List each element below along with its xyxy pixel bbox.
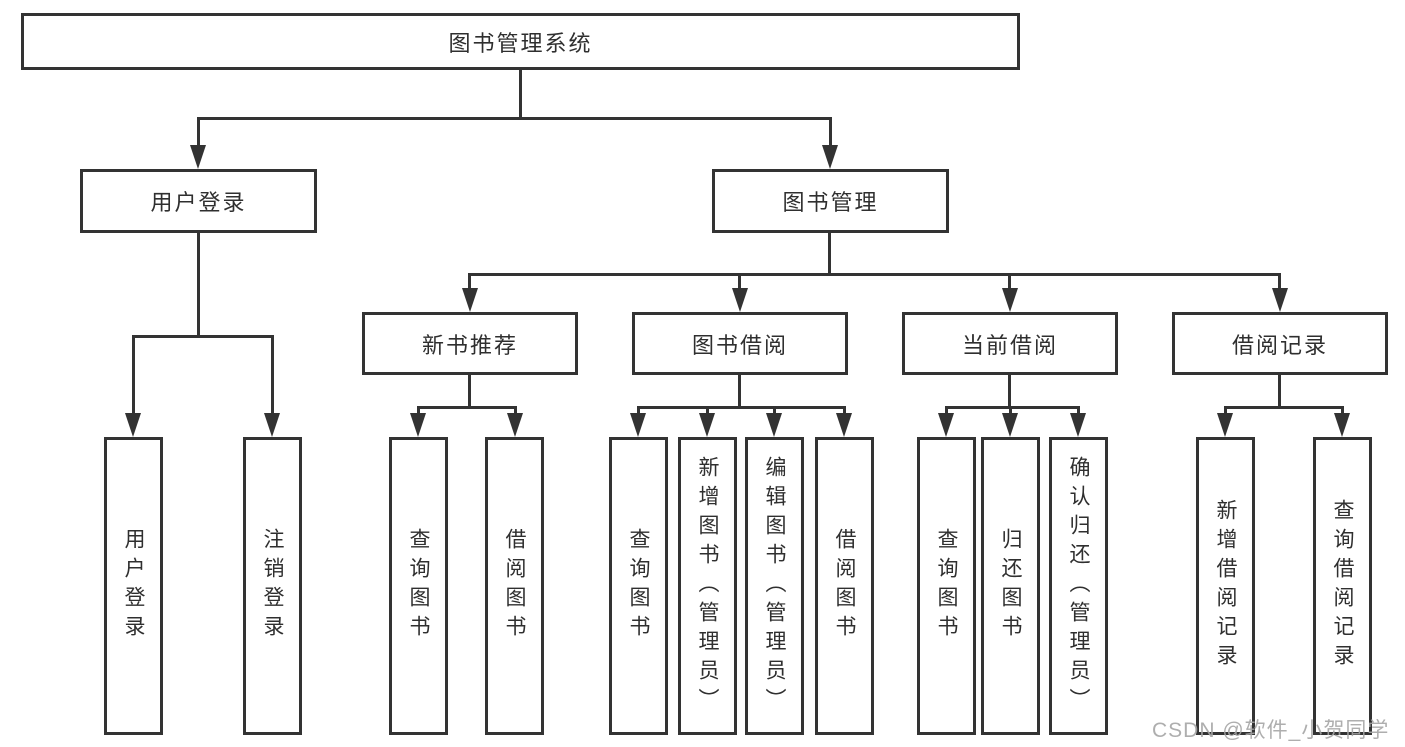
leaf-query-book-1-label: 查询图书 bbox=[407, 528, 430, 644]
arrow-down-icon bbox=[462, 288, 478, 312]
arrow-down-icon bbox=[410, 413, 426, 437]
node-new-book-recommend: 新书推荐 bbox=[362, 312, 578, 375]
connector-drop bbox=[1224, 406, 1227, 416]
leaf-query-borrow-record-label: 查询借阅记录 bbox=[1331, 499, 1354, 673]
connector-new-book-bus bbox=[417, 406, 517, 409]
connector-drop bbox=[417, 406, 420, 416]
connector-root-bus bbox=[197, 117, 832, 120]
node-current-borrow-label: 当前借阅 bbox=[961, 332, 1058, 358]
arrow-down-icon bbox=[507, 413, 523, 437]
connector-drop-current-borrow bbox=[1008, 273, 1011, 291]
node-book-management: 图书管理 bbox=[712, 169, 949, 233]
connector-drop bbox=[1009, 406, 1012, 416]
leaf-confirm-return-admin: 确认归还（管理员） bbox=[1049, 437, 1108, 735]
leaf-query-book-3: 查询图书 bbox=[917, 437, 976, 735]
connector-drop bbox=[1341, 406, 1344, 416]
leaf-borrow-book-2: 借阅图书 bbox=[815, 437, 874, 735]
connector-drop bbox=[843, 406, 846, 416]
arrow-down-icon bbox=[125, 413, 141, 437]
node-book-management-label: 图书管理 bbox=[782, 190, 879, 215]
node-current-borrow: 当前借阅 bbox=[902, 312, 1118, 375]
connector-drop-new-book bbox=[468, 273, 471, 291]
connector-book-borrow-stem bbox=[738, 375, 741, 406]
connector-user-login-stem bbox=[197, 233, 200, 335]
leaf-query-book-2-label: 查询图书 bbox=[627, 528, 650, 644]
arrow-down-icon bbox=[699, 413, 715, 437]
connector-book-mgmt-bus bbox=[469, 273, 1281, 276]
node-book-borrow-label: 图书借阅 bbox=[691, 332, 788, 358]
connector-drop bbox=[1077, 406, 1080, 416]
arrow-down-icon bbox=[264, 413, 280, 437]
arrow-down-icon bbox=[938, 413, 954, 437]
arrow-down-icon bbox=[1334, 413, 1350, 437]
leaf-borrow-book-1-label: 借阅图书 bbox=[503, 528, 526, 644]
connector-drop-login bbox=[132, 335, 135, 415]
leaf-add-book-admin: 新增图书（管理员） bbox=[678, 437, 737, 735]
leaf-query-borrow-record: 查询借阅记录 bbox=[1313, 437, 1372, 735]
node-root-label: 图书管理系统 bbox=[448, 30, 593, 56]
leaf-query-book-3-label: 查询图书 bbox=[935, 528, 958, 644]
connector-book-borrow-bus bbox=[637, 406, 846, 409]
connector-drop-book-mgmt bbox=[829, 117, 832, 147]
connector-drop bbox=[637, 406, 640, 416]
connector-current-borrow-bus bbox=[945, 406, 1080, 409]
leaf-user-logout: 注销登录 bbox=[243, 437, 302, 735]
leaf-return-book-label: 归还图书 bbox=[999, 528, 1022, 644]
node-user-login-label: 用户登录 bbox=[150, 190, 247, 215]
leaf-add-borrow-record-label: 新增借阅记录 bbox=[1214, 499, 1237, 673]
node-borrow-record-label: 借阅记录 bbox=[1231, 332, 1328, 358]
arrow-down-icon bbox=[630, 413, 646, 437]
arrow-down-icon bbox=[1002, 288, 1018, 312]
arrow-down-icon bbox=[732, 288, 748, 312]
node-root: 图书管理系统 bbox=[21, 13, 1020, 70]
leaf-query-book-1: 查询图书 bbox=[389, 437, 448, 735]
leaf-borrow-book-2-label: 借阅图书 bbox=[833, 528, 856, 644]
node-user-login: 用户登录 bbox=[80, 169, 317, 233]
arrow-down-icon bbox=[190, 145, 206, 169]
leaf-user-login: 用户登录 bbox=[104, 437, 163, 735]
watermark: CSDN @软件_小贺同学 bbox=[1152, 719, 1390, 742]
node-book-borrow: 图书借阅 bbox=[632, 312, 848, 375]
leaf-user-logout-label: 注销登录 bbox=[261, 528, 284, 644]
arrow-down-icon bbox=[822, 145, 838, 169]
leaf-edit-book-admin-label: 编辑图书（管理员） bbox=[763, 455, 786, 717]
arrow-down-icon bbox=[1217, 413, 1233, 437]
connector-book-mgmt-stem bbox=[828, 233, 831, 273]
leaf-add-book-admin-label: 新增图书（管理员） bbox=[696, 455, 719, 717]
arrow-down-icon bbox=[766, 413, 782, 437]
node-new-book-recommend-label: 新书推荐 bbox=[421, 332, 518, 358]
arrow-down-icon bbox=[1002, 413, 1018, 437]
connector-borrow-record-stem bbox=[1278, 375, 1281, 406]
leaf-edit-book-admin: 编辑图书（管理员） bbox=[745, 437, 804, 735]
connector-drop bbox=[706, 406, 709, 416]
node-borrow-record: 借阅记录 bbox=[1172, 312, 1388, 375]
connector-drop bbox=[773, 406, 776, 416]
connector-drop-book-borrow bbox=[738, 273, 741, 291]
leaf-user-login-label: 用户登录 bbox=[122, 528, 145, 644]
connector-new-book-stem bbox=[468, 375, 471, 406]
arrow-down-icon bbox=[1070, 413, 1086, 437]
connector-drop-logout bbox=[271, 335, 274, 415]
connector-drop-user-login bbox=[197, 117, 200, 147]
connector-drop bbox=[945, 406, 948, 416]
connector-drop bbox=[514, 406, 517, 416]
leaf-borrow-book-1: 借阅图书 bbox=[485, 437, 544, 735]
connector-root-stem bbox=[519, 70, 522, 117]
arrow-down-icon bbox=[836, 413, 852, 437]
connector-drop-borrow-record bbox=[1278, 273, 1281, 291]
leaf-confirm-return-admin-label: 确认归还（管理员） bbox=[1067, 455, 1090, 717]
leaf-return-book: 归还图书 bbox=[981, 437, 1040, 735]
leaf-query-book-2: 查询图书 bbox=[609, 437, 668, 735]
connector-user-login-bus bbox=[132, 335, 274, 338]
leaf-add-borrow-record: 新增借阅记录 bbox=[1196, 437, 1255, 735]
connector-borrow-record-bus bbox=[1224, 406, 1344, 409]
connector-current-borrow-stem bbox=[1008, 375, 1011, 406]
arrow-down-icon bbox=[1272, 288, 1288, 312]
